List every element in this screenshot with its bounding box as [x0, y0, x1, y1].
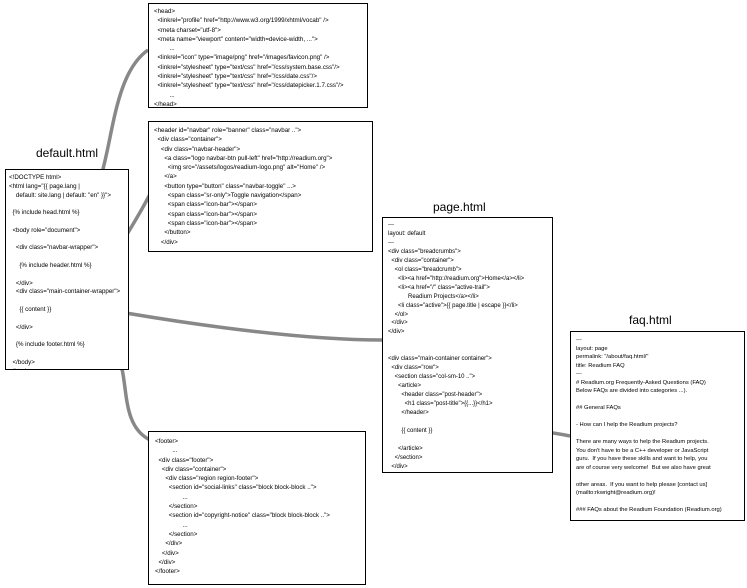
faq-html-box: --- layout: page permalink: "/about/faq.… — [570, 331, 745, 521]
footer-html-code: <footer> ... <div class="footer"> <div c… — [155, 438, 330, 576]
faq-html-code: --- layout: page permalink: "/about/faq.… — [576, 337, 722, 513]
head-html-box: <head> <linkrel="profile" href="http://w… — [148, 3, 368, 108]
default-html-box: <!DOCTYPE html> <html lang="{{ page.lang… — [5, 169, 129, 370]
page-html-code: --- layout: default --- <div class="brea… — [388, 222, 525, 470]
header-html-box: <header id="navbar" role="banner" class=… — [148, 121, 373, 252]
default-html-title: default.html — [36, 146, 99, 160]
footer-html-box: <footer> ... <div class="footer"> <div c… — [148, 431, 366, 585]
faq-html-title: faq.html — [629, 313, 672, 327]
default-html-code: <!DOCTYPE html> <html lang="{{ page.lang… — [9, 174, 121, 369]
page-html-title: page.html — [433, 200, 486, 214]
header-html-code: <header id="navbar" role="banner" class=… — [154, 127, 333, 246]
head-html-code: <head> <linkrel="profile" href="http://w… — [154, 8, 344, 108]
page-html-box: --- layout: default --- <div class="brea… — [382, 217, 553, 473]
